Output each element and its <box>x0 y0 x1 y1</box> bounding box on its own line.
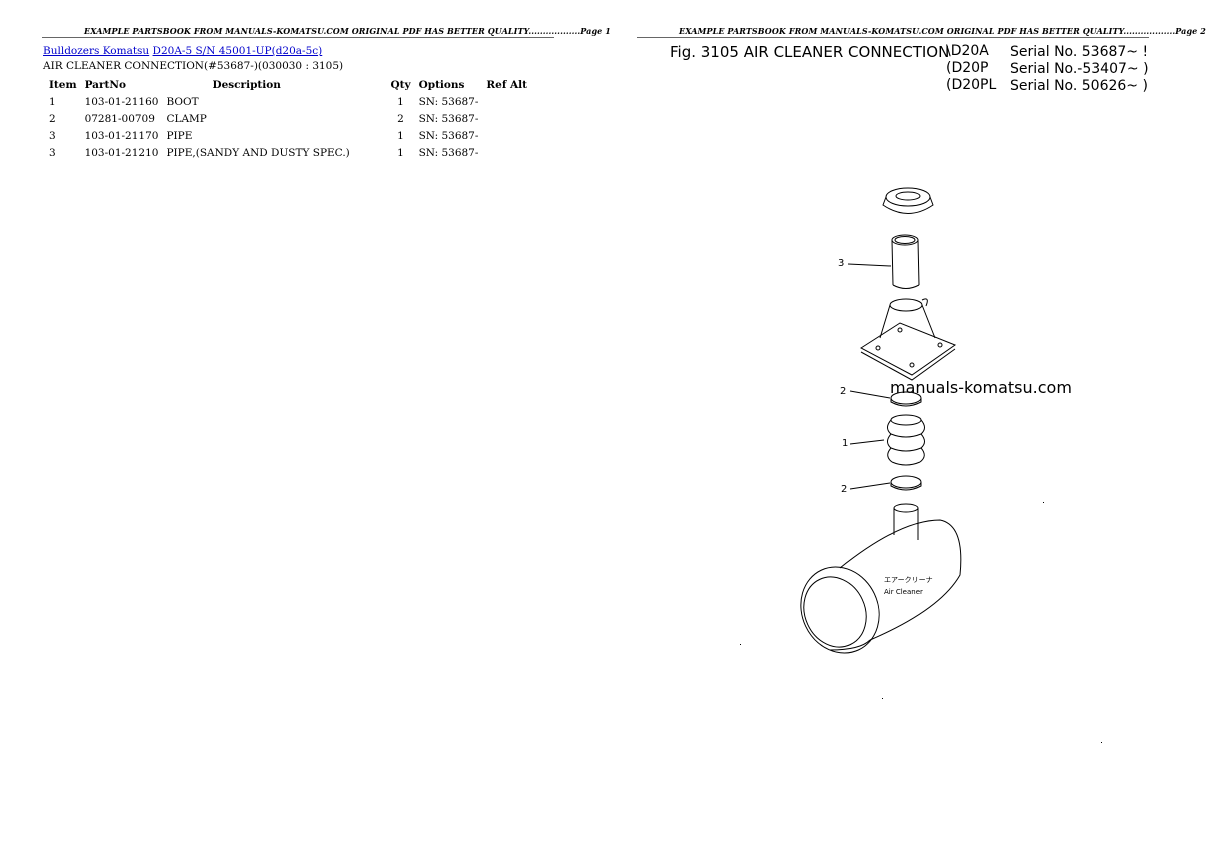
rain-cap-drawing <box>882 187 934 214</box>
table-row: 3 103-01-21170 PIPE 1 SN: 53687- <box>43 127 531 144</box>
table-row: 3 103-01-21210 PIPE,(SANDY AND DUSTY SPE… <box>43 144 531 161</box>
cell-options: SN: 53687- <box>418 129 479 142</box>
exploded-parts-diagram: エアークリーナ Air Cleaner <box>800 187 962 654</box>
cell-qty: 1 <box>397 146 404 159</box>
col-header-item: Item <box>49 78 77 91</box>
breadcrumb: Bulldozers Komatsu D20A-5 S/N 45001-UP(d… <box>43 45 322 57</box>
air-cleaner-drawing <box>800 503 962 654</box>
table-row: 2 07281-00709 CLAMP 2 SN: 53687- <box>43 110 531 127</box>
figure-model-1: \D20A <box>946 43 989 59</box>
breadcrumb-link-category[interactable]: Bulldozers Komatsu <box>43 45 150 57</box>
pipe-drawing <box>891 234 920 289</box>
cell-item: 1 <box>49 95 56 108</box>
col-header-partno: PartNo <box>84 78 126 91</box>
cell-qty: 1 <box>397 95 404 108</box>
cell-description: PIPE,(SANDY AND DUSTY SPEC.) <box>166 146 350 159</box>
figure-serial-2: Serial No.-53407~ ) <box>1010 61 1149 77</box>
callout-3: 3 <box>838 258 845 269</box>
scan-speck <box>1043 502 1044 503</box>
page-subtitle: AIR CLEANER CONNECTION(#53687-)(030030 :… <box>43 60 344 72</box>
cell-item: 3 <box>49 146 56 159</box>
cell-partno: 103-01-21210 <box>84 146 159 159</box>
cell-description: CLAMP <box>166 112 207 125</box>
parts-table: Item PartNo Description Qty Options Ref … <box>43 76 531 161</box>
page2-header-rule <box>637 37 1149 38</box>
cell-item: 3 <box>49 129 56 142</box>
table-row: 1 103-01-21160 BOOT 1 SN: 53687- <box>43 93 531 110</box>
cell-ref-alt <box>482 127 531 144</box>
cell-options: SN: 53687- <box>418 95 479 108</box>
cell-partno: 07281-00709 <box>84 112 155 125</box>
col-header-description: Description <box>212 78 281 91</box>
cell-partno: 103-01-21160 <box>84 95 159 108</box>
air-cleaner-label-jp: エアークリーナ <box>884 576 933 584</box>
page1-header-rule <box>42 37 554 38</box>
col-header-ref-alt: Ref Alt <box>486 78 527 91</box>
cell-options: SN: 53687- <box>418 112 479 125</box>
cell-options: SN: 53687- <box>418 146 479 159</box>
flange-housing-drawing <box>860 298 957 381</box>
cell-partno: 103-01-21170 <box>84 129 159 142</box>
figure-title: Fig. 3105 AIR CLEANER CONNECTION <box>670 43 950 61</box>
col-header-qty: Qty <box>390 78 411 91</box>
figure-serial-1: Serial No. 53687~ ! <box>1010 44 1149 60</box>
cell-item: 2 <box>49 112 56 125</box>
callout-1: 1 <box>842 438 849 449</box>
boot-drawing <box>887 414 925 466</box>
col-header-options: Options <box>418 78 465 91</box>
cell-qty: 1 <box>397 129 404 142</box>
clamp-upper-drawing <box>890 391 922 407</box>
callout-2-lower: 2 <box>841 484 848 495</box>
watermark: manuals-komatsu.com <box>890 378 1072 397</box>
scan-speck <box>882 698 883 699</box>
page2-header: EXAMPLE PARTSBOOK FROM MANUALS-KOMATSU.C… <box>679 26 1206 36</box>
page1-header: EXAMPLE PARTSBOOK FROM MANUALS-KOMATSU.C… <box>84 26 611 36</box>
air-cleaner-label-en: Air Cleaner <box>884 588 923 596</box>
cell-ref-alt <box>482 144 531 161</box>
cell-qty: 2 <box>397 112 404 125</box>
cell-description: BOOT <box>166 95 199 108</box>
table-header-row: Item PartNo Description Qty Options Ref … <box>43 76 531 93</box>
clamp-lower-drawing <box>890 475 922 491</box>
callout-2-upper: 2 <box>840 386 847 397</box>
figure-serial-3: Serial No. 50626~ ) <box>1010 78 1148 94</box>
figure-model-3: (D20PL <box>946 77 997 93</box>
scan-speck <box>1101 742 1102 743</box>
cell-description: PIPE <box>166 129 193 142</box>
cell-ref-alt <box>482 93 531 110</box>
scan-speck <box>740 644 741 645</box>
cell-ref-alt <box>482 110 531 127</box>
breadcrumb-link-model[interactable]: D20A-5 S/N 45001-UP(d20a-5c) <box>152 45 323 57</box>
leader-lines <box>847 263 892 490</box>
figure-model-2: (D20P <box>946 60 989 76</box>
